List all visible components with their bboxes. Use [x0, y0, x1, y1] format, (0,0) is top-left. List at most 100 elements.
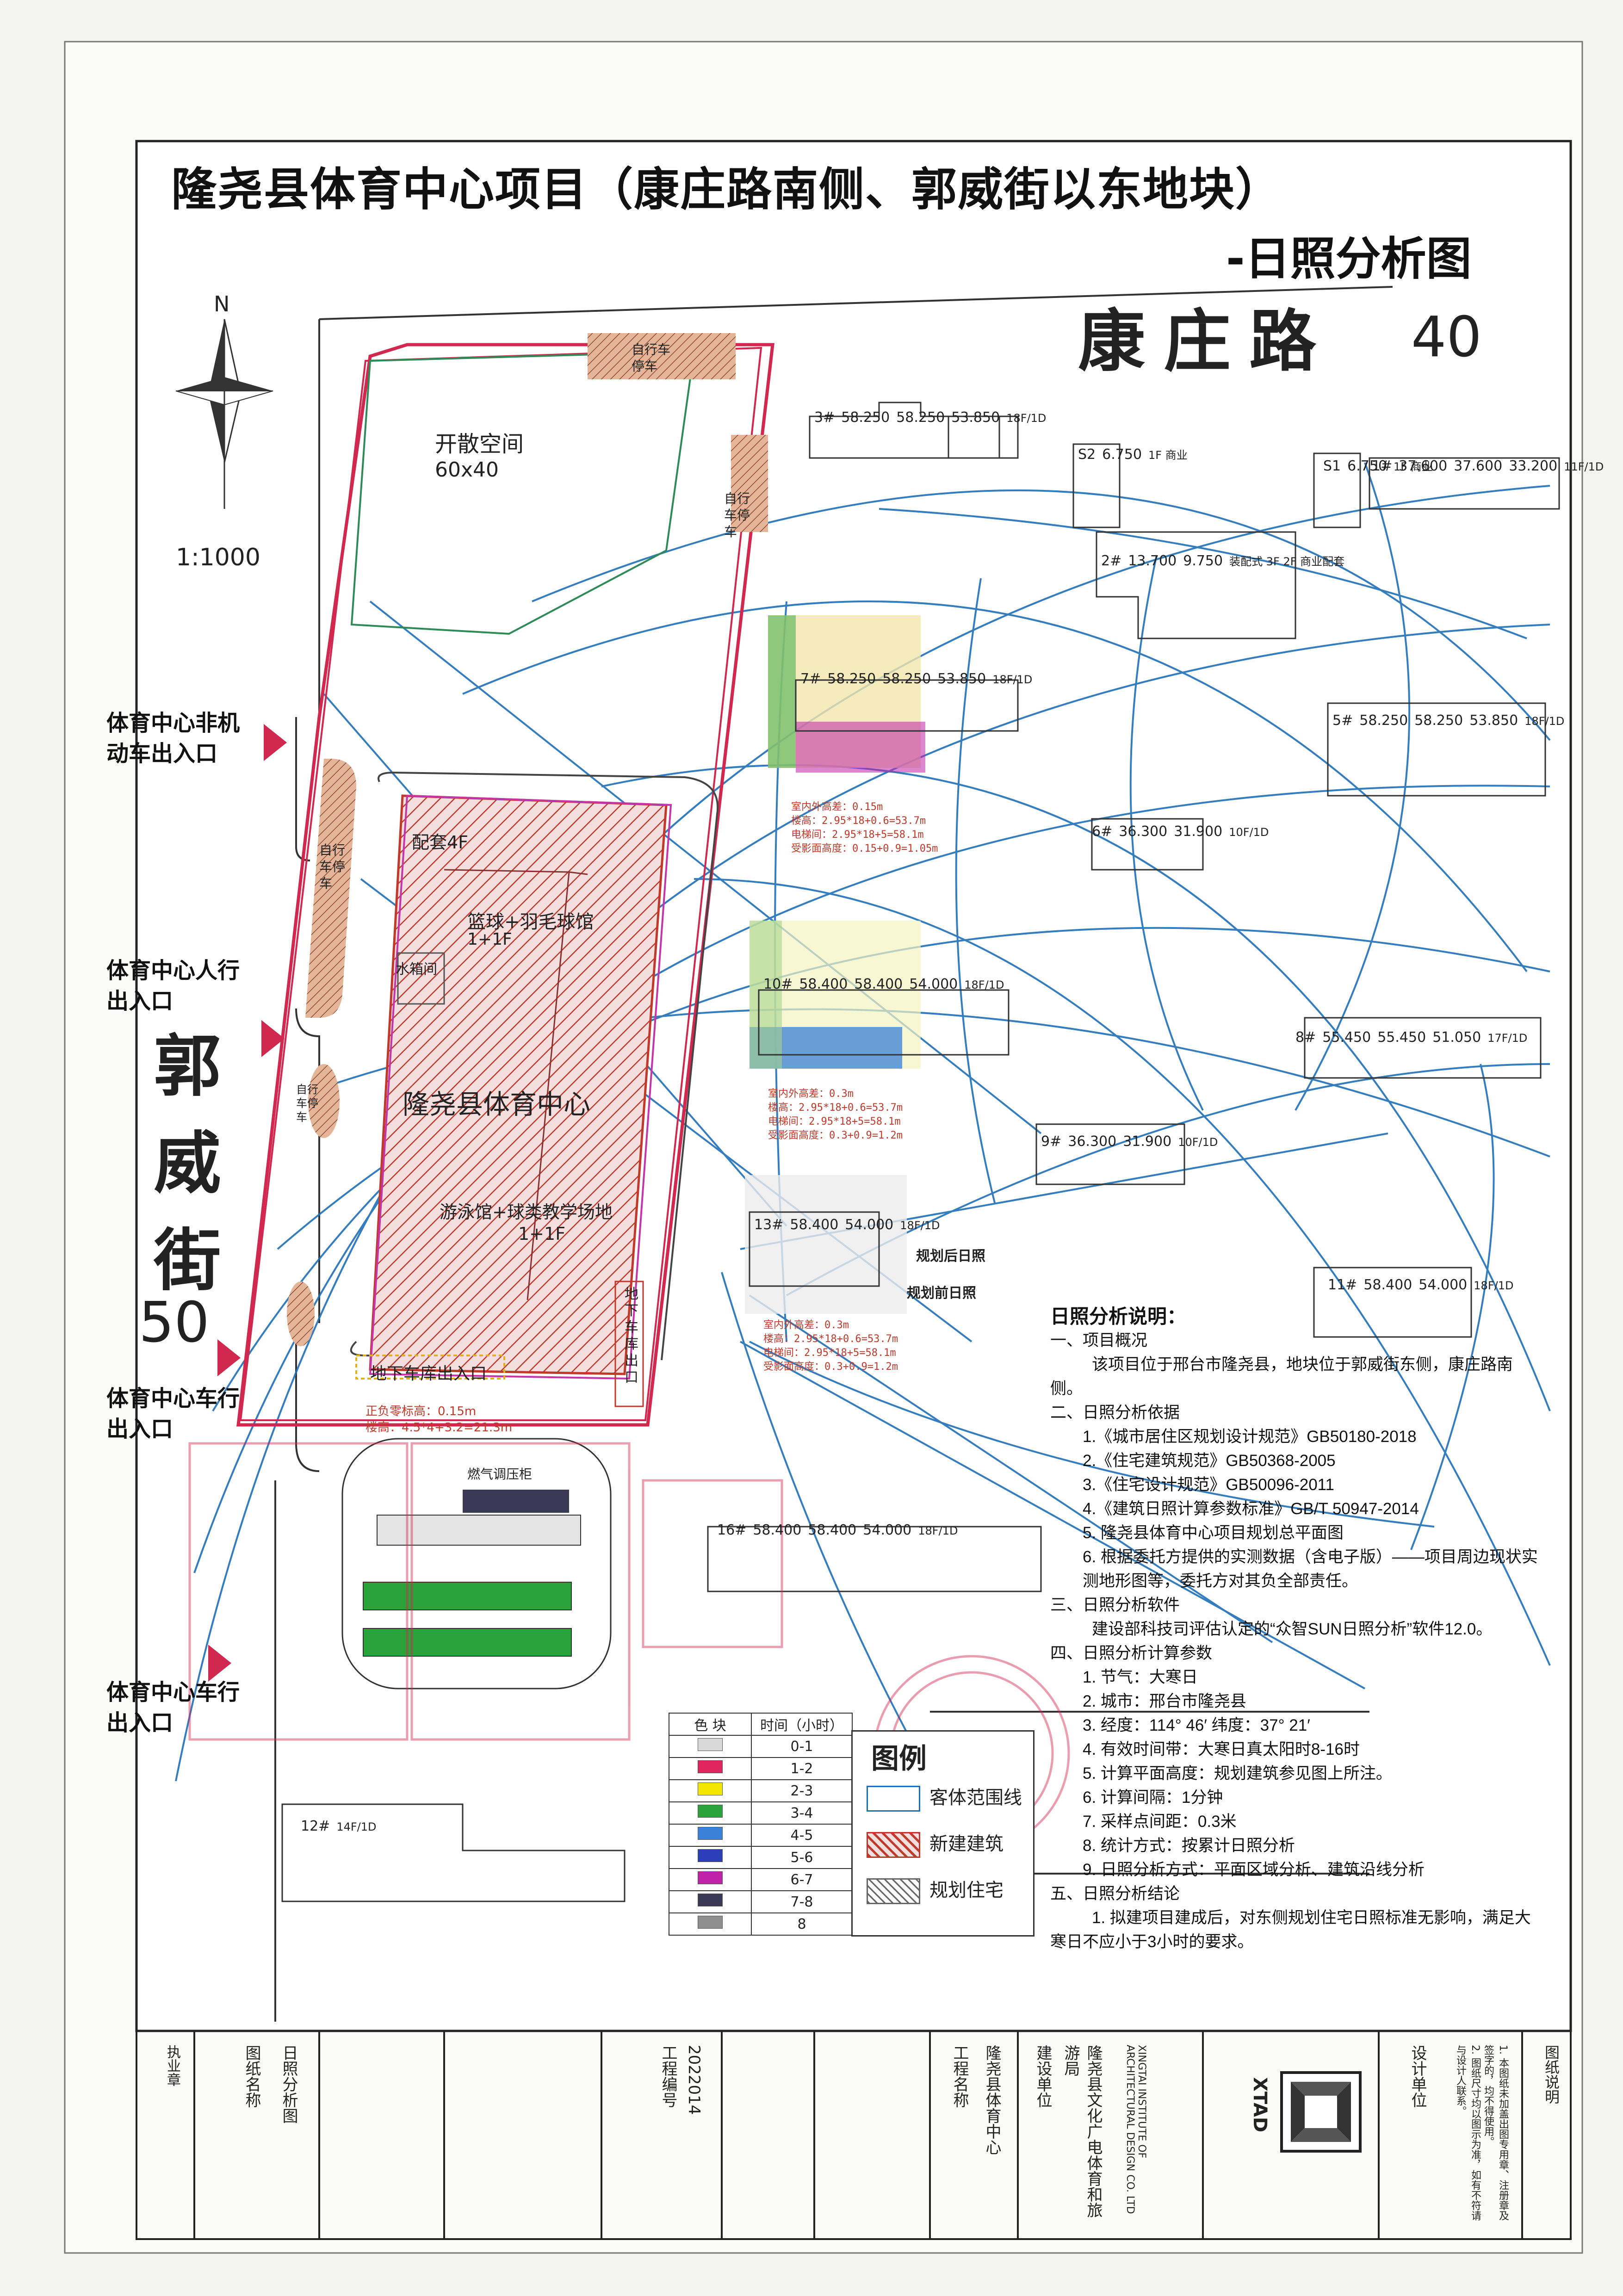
building-floors: 18F/1D — [1474, 1279, 1514, 1292]
note-line: 室内外高差：0.15m — [791, 801, 883, 813]
legend-time-range: 4-5 — [751, 1824, 853, 1847]
legend-time-range: 3-4 — [751, 1801, 853, 1825]
tb-project-no: 2022014 — [685, 2045, 703, 2115]
legend-swatch-cell — [669, 1890, 752, 1913]
gate-pedestrian: 体育中心人行出入口 — [106, 958, 240, 1014]
notes-param-item: 1. 节气：大寒日 — [1083, 1668, 1198, 1686]
tb-stamp: 执业章 — [164, 2045, 180, 2086]
building-height-roof: 54.000 — [909, 976, 958, 992]
gate-arrows — [208, 724, 287, 1682]
boundary-swatch-icon — [867, 1786, 920, 1812]
building-id: 1# — [1372, 458, 1393, 474]
building-height-roof: 53.850 — [951, 409, 1000, 426]
building-id: 12# — [301, 1818, 330, 1834]
gate-vehicle-2: 体育中心车行出入口 — [106, 1679, 240, 1736]
legend-title: 图例 — [871, 1743, 927, 1775]
note-line: 室内外高差：0.3m — [768, 1088, 854, 1100]
title-block-frame — [136, 2030, 1572, 2240]
drawing-title: 隆尧县体育中心项目（康庄路南侧、郭威街以东地块） — [171, 163, 1282, 216]
building-floors: 18F/1D — [992, 673, 1033, 686]
road-guowei-width: 50 — [139, 1291, 210, 1355]
building-id: 6# — [1092, 823, 1113, 840]
gate-nonmotor: 体育中心非机动车出入口 — [106, 710, 240, 767]
legend-time-range: 5-6 — [751, 1846, 853, 1869]
building-id: S2 — [1078, 446, 1096, 463]
building-floors: 14F/1D — [336, 1820, 377, 1833]
building-height-roof: 54.000 — [1419, 1277, 1468, 1293]
legend-item-label: 客体范围线 — [929, 1787, 1022, 1808]
analysis-notes: 日照分析说明： 一、项目概况 该项目位于邢台市隆尧县，地块位于郭威街东侧，康庄路… — [1050, 1305, 1541, 1954]
building-id: 5# — [1332, 712, 1353, 729]
gate-vehicle-1: 体育中心车行出入口 — [106, 1386, 240, 1442]
building-height-roof: 54.000 — [863, 1522, 912, 1538]
building-height-top: 58.250 — [1359, 712, 1408, 729]
notes-param-item: 7. 采样点间距：0.3米 — [1083, 1813, 1237, 1831]
legend-item-label: 规划住宅 — [929, 1880, 1004, 1901]
building-id: 8# — [1295, 1029, 1316, 1046]
notes-section-3-text: 建设部科技司评估认定的“众智SUN日照分析”软件12.0。 — [1092, 1620, 1493, 1638]
notes-section-1: 一、项目概况 — [1050, 1331, 1148, 1349]
building-height-top: 58.400 — [1363, 1277, 1412, 1293]
legend-time-range: 8 — [751, 1912, 853, 1936]
tb-project: 隆尧县体育中心 — [983, 2045, 1001, 2155]
legend-row: 3-4 — [669, 1801, 853, 1825]
legend-swatch-cell — [669, 1824, 752, 1847]
building-id: 3# — [814, 409, 835, 426]
inner-road — [378, 771, 719, 1361]
building-note-7: 室内外高差：0.15m 楼高：2.95*18+0.6=53.7m 电梯间：2.9… — [791, 800, 938, 856]
building-height-top: 58.400 — [799, 976, 848, 992]
note-line: 电梯间：2.95*18+5=58.1m — [763, 1347, 896, 1359]
building-internal-lines — [444, 869, 588, 1300]
building-id: S1 — [1323, 458, 1341, 474]
building-height-top-2: 58.400 — [808, 1522, 857, 1538]
scale-label: 1:1000 — [176, 544, 260, 571]
building-height-roof: 51.050 — [1432, 1029, 1481, 1046]
building-floors: 18F/1D — [964, 978, 1004, 991]
notes-param-item: 5. 计算平面高度：规划建筑参见图上所注。 — [1083, 1764, 1392, 1782]
bike-parking-label-1: 自行车停车 — [632, 342, 671, 374]
tb-note-1: 1. 本图纸未加盖出图专用章、注册章及签字的，均不得使用。 — [1482, 2045, 1509, 2221]
open-space-size: 60x40 — [435, 458, 499, 482]
building-height-roof: 33.200 — [1509, 458, 1558, 474]
notes-basis-item: 1.《城市居住区规划设计规范》GB50180-2018 — [1083, 1428, 1417, 1446]
notes-basis-item: 6. 根据委托方提供的实测数据（含电子版）——项目周边现状实测地形图等，委托方对… — [1083, 1548, 1538, 1590]
notes-param-item: 6. 计算间隔：1分钟 — [1083, 1789, 1223, 1807]
sun-before-label: 规划前日照 — [907, 1285, 976, 1301]
building-height-top: 58.400 — [790, 1217, 839, 1233]
legend-time-range: 2-3 — [751, 1779, 853, 1802]
notes-param-item: 9. 日照分析方式：平面区域分析、建筑沿线分析 — [1083, 1861, 1425, 1879]
bike-parking-east — [731, 435, 768, 532]
tb-project-label: 工程名称 — [950, 2045, 969, 2108]
note-line: 楼高：2.95*18+0.6=53.7m — [763, 1333, 898, 1345]
legend-item-new: 新建建筑 — [867, 1829, 1004, 1858]
legend-row: 4-5 — [669, 1824, 853, 1847]
building-floors: 18F/1D — [900, 1219, 940, 1232]
color-swatch-icon — [698, 1916, 723, 1929]
building-floors: 17F/1D — [1487, 1032, 1528, 1045]
building-floors: 18F/1D — [1524, 715, 1565, 728]
note-line: 室内外高差：0.3m — [763, 1319, 849, 1331]
tb-notes-label: 图纸说明 — [1542, 2045, 1560, 2104]
legend-item-planned: 规划住宅 — [867, 1875, 1004, 1904]
note-line: 楼高：2.95*18+0.6=53.7m — [768, 1102, 903, 1114]
note-line: 楼高：2.95*18+0.6=53.7m — [791, 815, 926, 827]
notes-param-item: 4. 有效时间带：大寒日真太阳时8-16时 — [1083, 1740, 1360, 1758]
bike-parking-west — [305, 759, 356, 1018]
building-height-top-2: 58.250 — [1414, 712, 1463, 729]
building-floors: 10F/1D — [1178, 1136, 1218, 1149]
building-height-note: 楼高：4.5*4+3.2=21.3m — [365, 1421, 513, 1435]
tb-logo-text: XTAD — [1249, 2077, 1270, 2133]
drawing-subtitle: -日照分析图 — [1226, 233, 1472, 285]
building-height-top-2: 9.750 — [1183, 553, 1223, 569]
legend-row: 8 — [669, 1912, 853, 1936]
legend-header-color: 色 块 — [669, 1713, 752, 1736]
road-guowei-label: 郭威街 — [154, 1027, 221, 1300]
